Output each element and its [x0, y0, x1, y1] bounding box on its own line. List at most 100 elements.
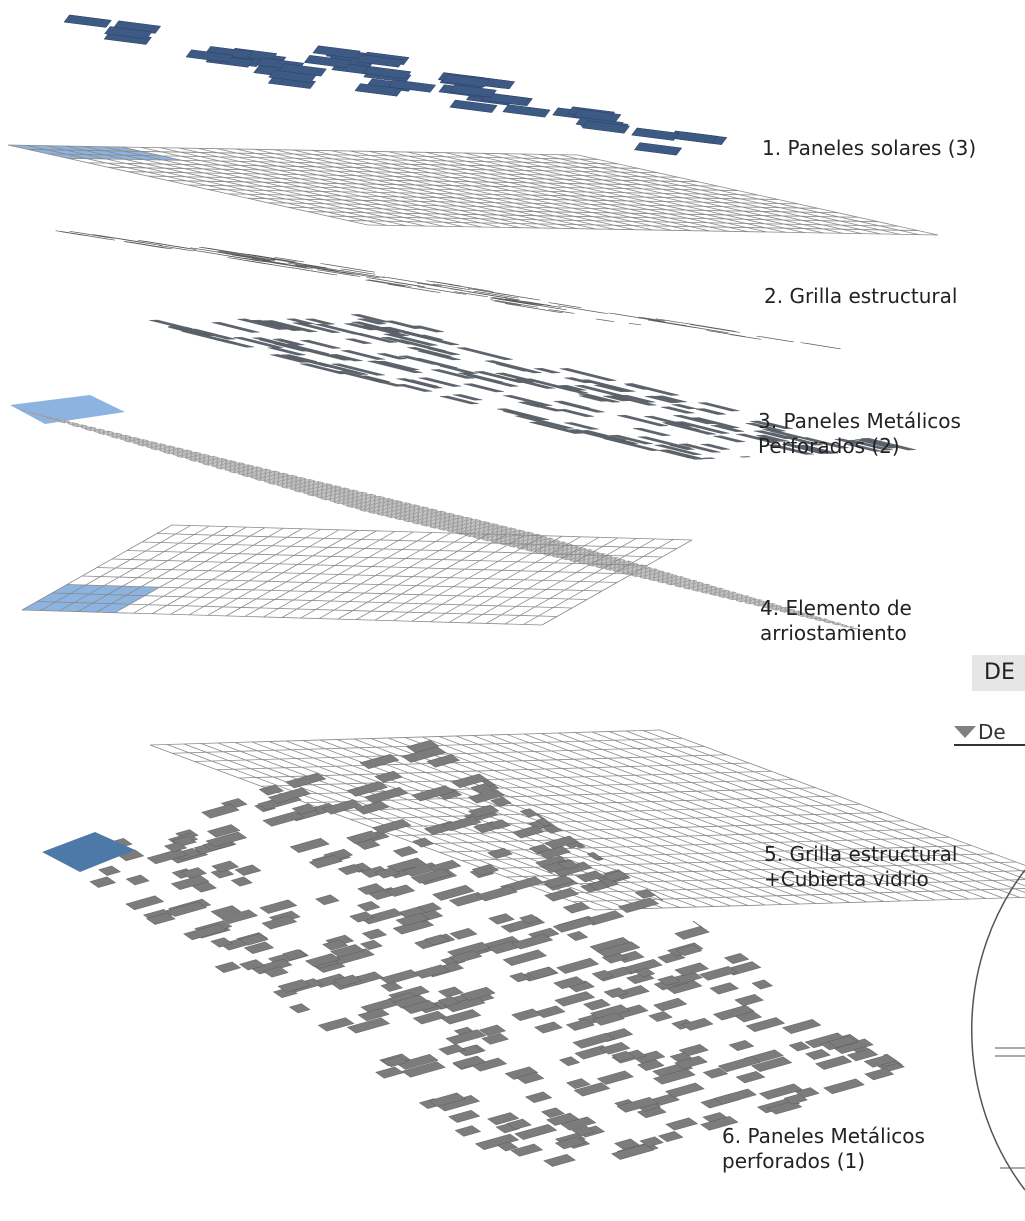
grid-infill-panel — [653, 320, 687, 326]
perforated-panel-lower — [565, 1018, 595, 1031]
perforated-panel-lower — [330, 944, 365, 958]
perforated-panels-layer-3 — [10, 314, 916, 460]
perforated-panel-lower — [401, 999, 438, 1014]
cropped-section-heading: DE — [972, 655, 1025, 691]
grid-middle-line — [111, 558, 633, 575]
perforated-panel-upper — [357, 318, 387, 325]
perforated-panel-upper — [637, 436, 691, 449]
perforated-panel-lower — [315, 894, 340, 906]
grid-lower-line — [572, 888, 1025, 903]
perforated-panel-lower — [554, 1136, 587, 1150]
solar-panel — [204, 46, 254, 60]
solar-panel — [387, 79, 437, 93]
perforated-panel-upper — [233, 336, 283, 349]
perforated-panel-lower — [277, 979, 312, 993]
grid-infill-panel — [800, 342, 841, 349]
perforated-panel-upper — [503, 395, 553, 407]
perforated-panel-lower — [382, 1056, 408, 1068]
grid-infill-panel — [218, 250, 276, 261]
perforated-panel-upper — [431, 369, 475, 379]
grid-middle-line — [66, 584, 588, 600]
perforated-panel-upper — [762, 428, 804, 438]
perforated-panel-lower — [452, 1055, 487, 1069]
grid-middle-line — [141, 541, 663, 558]
grid-infill-panel — [494, 301, 521, 306]
perforated-panel-lower — [653, 893, 664, 901]
perforated-panel-lower — [571, 1125, 596, 1137]
perforated-panel-lower — [652, 1068, 696, 1085]
bracing-line — [137, 444, 658, 571]
bracing-line — [85, 428, 606, 555]
layer-label-structural-grid: 2. Grilla estructural — [764, 284, 958, 308]
grid-infill-panel — [246, 260, 295, 269]
grid-middle-line — [51, 592, 573, 609]
perforated-panel-lower — [282, 949, 307, 961]
grid-infill-panel — [337, 270, 386, 278]
cropped-detail-circle — [971, 869, 1025, 1191]
bracing-line — [255, 478, 776, 605]
perforated-panel-upper — [515, 415, 574, 429]
perforated-panel-lower — [374, 867, 401, 879]
bracing-line — [216, 467, 737, 594]
perforated-panel-lower — [476, 885, 518, 902]
perforated-panel-upper — [594, 384, 629, 393]
perforated-panel-lower — [471, 1057, 508, 1072]
solar-panel — [356, 54, 405, 68]
perforated-panel-upper — [753, 430, 794, 440]
perforated-panel-lower — [591, 969, 614, 980]
grid-top-line — [127, 171, 699, 183]
perforated-panel-lower — [700, 1116, 739, 1131]
perforated-panel-lower — [544, 887, 580, 902]
perforated-panel-upper — [328, 354, 363, 362]
perforated-panel-lower — [637, 1059, 665, 1071]
perforated-panel-upper — [654, 395, 688, 403]
solar-panel — [581, 120, 631, 134]
solar-panel — [104, 26, 153, 40]
perforated-panel-upper — [509, 378, 555, 389]
grid-infill-panel — [69, 231, 114, 239]
perforated-panel-lower — [478, 1024, 507, 1037]
perforated-panel-upper — [695, 408, 724, 415]
perforated-panel-lower — [456, 1045, 484, 1057]
perforated-panel-upper — [750, 420, 780, 427]
perforated-panel-upper — [557, 408, 595, 418]
perforated-panel-upper — [149, 319, 192, 330]
perforated-panel-lower — [675, 944, 703, 956]
perforated-panel-lower — [554, 991, 596, 1007]
perforated-panel-upper — [383, 333, 438, 346]
grid-infill-panel — [388, 284, 441, 293]
perforated-panel-upper — [529, 421, 583, 434]
perforated-panel-upper — [610, 395, 657, 406]
structural-grid-layer-2 — [7, 144, 939, 349]
grid-top-line — [347, 220, 919, 231]
grid-infill-panel — [511, 300, 543, 306]
grid-infill-panel — [417, 286, 467, 295]
grid-top-line — [267, 202, 839, 214]
perforated-panel-upper — [320, 364, 368, 375]
perforated-panel-upper — [463, 383, 504, 393]
solar-panel — [631, 127, 680, 141]
perforated-panel-lower — [657, 975, 682, 986]
perforated-panel-lower — [243, 941, 275, 954]
perforated-panel-upper — [452, 394, 483, 401]
grid-lower-line — [261, 770, 772, 787]
perforated-panel-lower — [180, 867, 208, 879]
perforated-panel-upper — [211, 321, 260, 333]
perforated-panel-lower — [359, 939, 383, 951]
perforated-panel-lower — [681, 1017, 714, 1031]
grid-infill-panel — [432, 283, 470, 290]
perforated-panel-lower — [717, 1056, 761, 1073]
perforated-panel-upper — [690, 417, 740, 429]
perforated-panel-lower — [346, 1017, 391, 1034]
perforated-panel-lower — [289, 837, 330, 853]
perforated-panel-lower — [534, 1005, 566, 1019]
perforated-panel-lower — [516, 1072, 545, 1084]
grid-infill-panel — [498, 299, 541, 306]
perforated-panel-upper — [407, 347, 452, 357]
solar-panel — [481, 92, 530, 106]
grid-lower-line — [238, 762, 750, 779]
perforated-panel-lower — [261, 915, 298, 930]
perforated-panel-lower — [702, 1067, 729, 1079]
perforated-panel-lower — [146, 848, 188, 865]
perforated-panel-upper — [710, 424, 745, 433]
